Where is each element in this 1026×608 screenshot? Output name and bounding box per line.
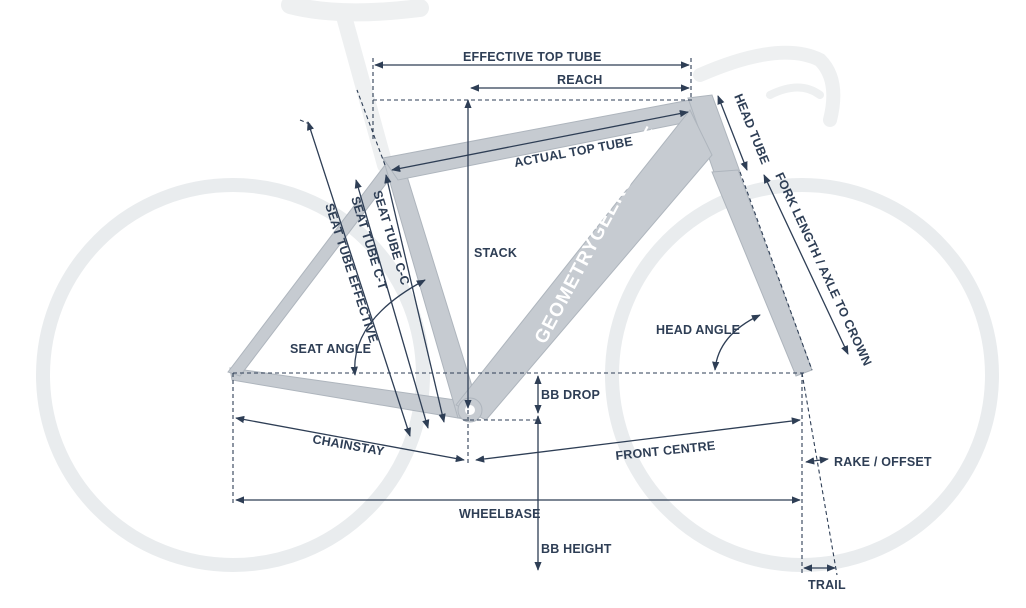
label-wheelbase: WHEELBASE [459, 507, 541, 521]
label-rake-offset: RAKE / OFFSET [834, 455, 932, 469]
label-seat-angle: SEAT ANGLE [290, 342, 371, 356]
label-reach: REACH [557, 73, 602, 87]
label-effective-top-tube: EFFECTIVE TOP TUBE [463, 50, 602, 64]
label-chainstay: CHAINSTAY [311, 432, 385, 458]
dimension-lines [235, 61, 849, 572]
label-trail: TRAIL [808, 578, 846, 592]
label-head-tube: HEAD TUBE [731, 92, 772, 167]
ghost-components [281, 0, 841, 173]
label-head-angle: HEAD ANGLE [656, 323, 740, 337]
label-stack: STACK [474, 246, 517, 260]
label-bb-drop: BB DROP [541, 388, 600, 402]
label-bb-height: BB HEIGHT [541, 542, 612, 556]
